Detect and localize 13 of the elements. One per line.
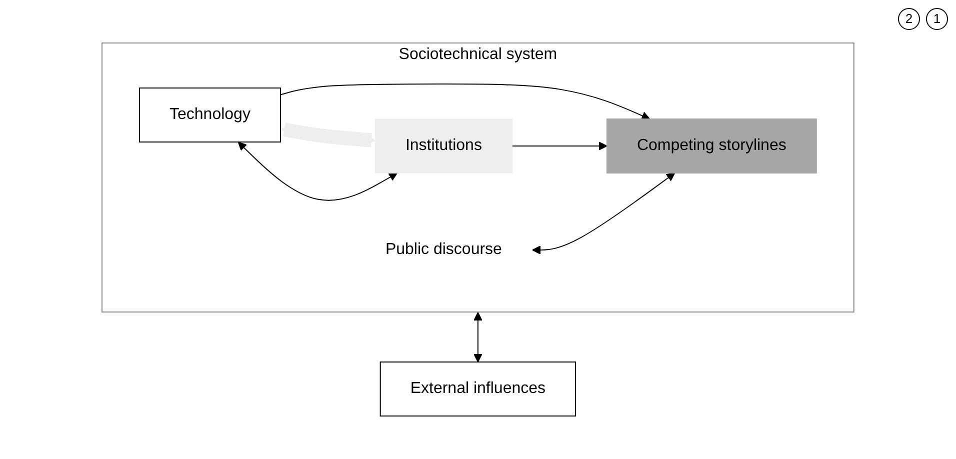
callout-number: 1 bbox=[926, 8, 948, 30]
node-text: Public discourse bbox=[386, 241, 502, 258]
node-box: Competing storylines bbox=[606, 118, 817, 174]
arrow bbox=[512, 142, 608, 150]
arrow bbox=[532, 172, 676, 254]
arrow bbox=[280, 122, 376, 148]
arrow bbox=[280, 84, 650, 120]
arrow bbox=[474, 312, 482, 362]
node-box: Institutions bbox=[375, 118, 512, 174]
callout-number: 2 bbox=[898, 8, 920, 30]
arrow bbox=[238, 142, 398, 201]
node-box: Technology bbox=[139, 88, 282, 142]
node-box: External influences bbox=[380, 362, 576, 416]
